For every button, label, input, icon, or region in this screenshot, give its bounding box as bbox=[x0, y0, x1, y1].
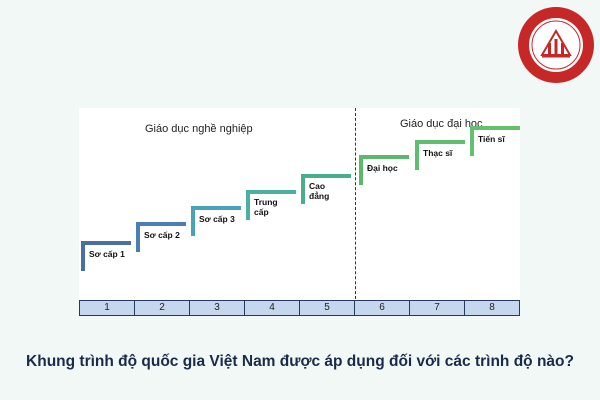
step-1: Sơ cấp 1 bbox=[81, 241, 131, 271]
step-8: Tiến sĩ bbox=[470, 126, 520, 156]
law-library-logo bbox=[518, 7, 594, 83]
level-cell: 8 bbox=[464, 300, 520, 316]
level-cell: 4 bbox=[244, 300, 299, 316]
step-shape bbox=[470, 126, 520, 156]
step-label: Sơ cấp 3 bbox=[199, 214, 235, 224]
vocational-education-label: Giáo dục nghề nghiệp bbox=[145, 123, 253, 135]
step-shape bbox=[415, 140, 465, 170]
step-label: Tiến sĩ bbox=[478, 134, 505, 144]
step-6: Đại học bbox=[359, 155, 409, 185]
qualification-framework-diagram: Giáo dục nghề nghiệp Giáo dục đại học Sơ… bbox=[79, 108, 520, 316]
step-label: Trung cấp bbox=[254, 197, 278, 217]
step-shape bbox=[136, 222, 186, 252]
step-shape bbox=[191, 206, 241, 236]
step-label: Đại học bbox=[367, 163, 398, 173]
level-cell: 2 bbox=[134, 300, 189, 316]
step-label: Sơ cấp 2 bbox=[144, 230, 180, 240]
step-7: Thạc sĩ bbox=[415, 140, 465, 170]
level-cell: 5 bbox=[299, 300, 354, 316]
level-bar: 1 2 3 4 5 6 7 8 bbox=[79, 300, 520, 316]
level-cell: 3 bbox=[189, 300, 244, 316]
page-caption: Khung trình độ quốc gia Việt Nam được áp… bbox=[26, 353, 574, 370]
step-4: Trung cấp bbox=[246, 190, 296, 220]
step-label: Cao đẳng bbox=[309, 181, 330, 201]
section-divider bbox=[355, 108, 356, 304]
step-3: Sơ cấp 3 bbox=[191, 206, 241, 236]
step-shape bbox=[246, 190, 296, 220]
step-shape bbox=[301, 174, 351, 204]
level-cell: 7 bbox=[409, 300, 464, 316]
step-shape bbox=[359, 155, 409, 185]
seal-icon bbox=[521, 10, 591, 80]
step-shape bbox=[81, 241, 131, 271]
step-5: Cao đẳng bbox=[301, 174, 351, 204]
step-2: Sơ cấp 2 bbox=[136, 222, 186, 252]
level-cell: 1 bbox=[79, 300, 134, 316]
step-label: Sơ cấp 1 bbox=[89, 249, 125, 259]
level-cell: 6 bbox=[354, 300, 409, 316]
higher-education-label: Giáo dục đại học bbox=[400, 118, 483, 130]
step-label: Thạc sĩ bbox=[423, 148, 453, 158]
